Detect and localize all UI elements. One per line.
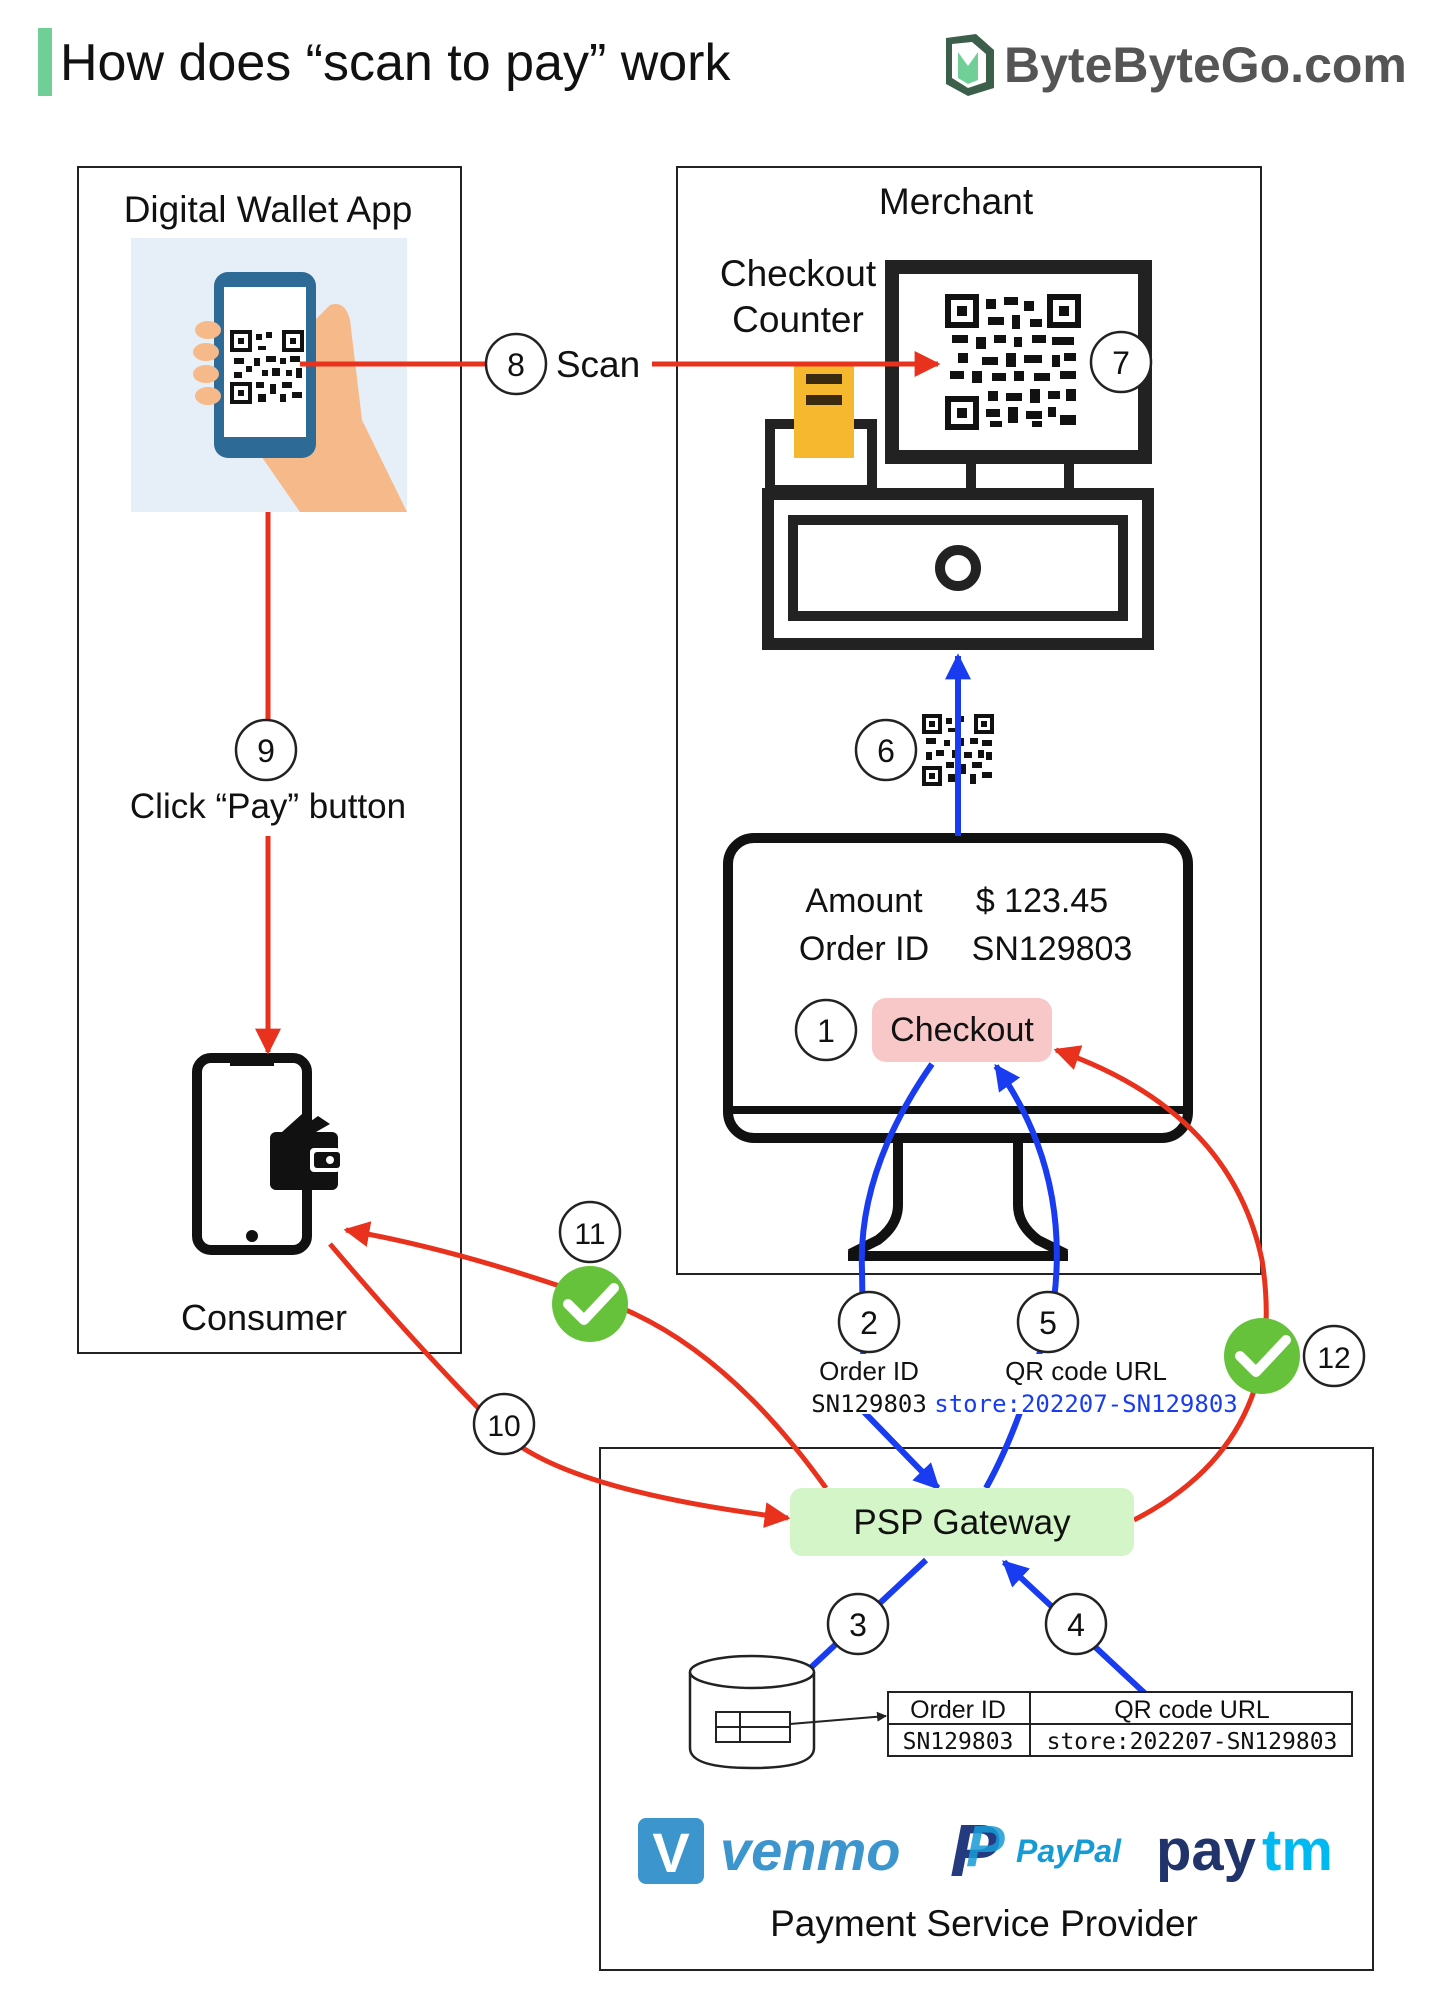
payment-service-provider-panel: [599, 1447, 1374, 1971]
svg-text:4: 4: [1067, 1607, 1085, 1643]
svg-text:pay: pay: [1156, 1818, 1256, 1883]
svg-text:12: 12: [1317, 1342, 1350, 1375]
merchant-panel: [676, 166, 1262, 1275]
phone-scanning-qr-illustration: [131, 238, 407, 512]
svg-text:10: 10: [487, 1410, 520, 1443]
svg-text:venmo: venmo: [720, 1819, 901, 1882]
checkout-button-label: Checkout: [890, 1011, 1034, 1049]
svg-text:tm: tm: [1262, 1818, 1333, 1883]
display-qr-code-icon: [945, 294, 1081, 430]
svg-text:PayPal: PayPal: [1016, 1833, 1122, 1869]
svg-text:9: 9: [257, 733, 275, 769]
consumer-label: Consumer: [181, 1297, 347, 1338]
wallet-panel-title: Digital Wallet App: [124, 189, 413, 230]
arrow-gateway-to-checkout: [1053, 1045, 1269, 1523]
svg-text:3: 3: [849, 1607, 867, 1643]
step-7-badge: 7: [1089, 330, 1153, 394]
database-icon: [688, 1654, 816, 1770]
step-9-badge: 9: [234, 718, 298, 782]
qr-code-small-icon: [922, 714, 994, 786]
table-header-qr-url: QR code URL: [1114, 1696, 1270, 1724]
checkout-button[interactable]: Checkout: [872, 998, 1052, 1062]
order-id-value: SN129803: [972, 930, 1133, 968]
qr-code-icon: [230, 330, 304, 404]
success-check-icon: [1224, 1318, 1300, 1394]
checkout-counter-label-line2: Counter: [732, 299, 864, 340]
step-2-badge: 2: [837, 1290, 901, 1354]
success-check-icon: [552, 1266, 628, 1342]
database-to-table-connector: [789, 1711, 887, 1725]
amount-value: $ 123.45: [976, 882, 1108, 920]
venmo-logo: V venmo: [638, 1818, 901, 1884]
digital-wallet-panel: [77, 166, 462, 1354]
click-pay-label: Click “Pay” button: [130, 787, 406, 826]
paytm-logo: pay tm: [1156, 1818, 1333, 1883]
svg-text:P: P: [966, 1814, 1005, 1879]
brand-name: ByteByteGo.com: [1004, 37, 1407, 93]
page-title: How does “scan to pay” work: [60, 34, 731, 92]
scan-label: Scan: [556, 344, 640, 385]
checkout-counter-illustration: [762, 260, 1154, 650]
step-5-badge: 5: [1016, 1290, 1080, 1354]
step-3-badge: 3: [826, 1592, 890, 1656]
svg-text:1: 1: [817, 1013, 835, 1049]
step-4-badge: 4: [1044, 1592, 1108, 1656]
svg-text:8: 8: [507, 347, 525, 383]
table-cell-order-id: SN129803: [903, 1729, 1014, 1755]
edge-order-id-label: Order ID: [819, 1356, 919, 1386]
svg-text:V: V: [652, 1821, 689, 1884]
consumer-phone-wallet-icon: [192, 1053, 340, 1255]
table-header-order-id: Order ID: [910, 1696, 1006, 1724]
svg-text:7: 7: [1112, 345, 1130, 381]
order-qr-table: Order ID QR code URL SN129803 store:2022…: [887, 1691, 1353, 1757]
step-10-badge: 10: [472, 1392, 536, 1456]
svg-text:11: 11: [574, 1218, 605, 1251]
svg-text:6: 6: [877, 733, 895, 769]
psp-gateway-label: PSP Gateway: [853, 1503, 1071, 1542]
table-cell-qr-url: store:202207-SN129803: [1047, 1729, 1338, 1755]
bytebytego-logo-icon: [946, 34, 994, 96]
step-12-badge: 12: [1302, 1324, 1366, 1388]
step-8-badge: 8: [484, 332, 548, 396]
edge-qr-url-value: store:202207-SN129803: [934, 1390, 1237, 1418]
title-accent-bar: [38, 28, 52, 96]
step-6-badge: 6: [854, 718, 918, 782]
paypal-logo: P P PayPal: [950, 1809, 1122, 1892]
svg-text:2: 2: [860, 1305, 878, 1341]
payment-service-provider-label: Payment Service Provider: [770, 1903, 1198, 1944]
svg-text:5: 5: [1039, 1305, 1057, 1341]
amount-label: Amount: [805, 882, 923, 920]
checkout-counter-label-line1: Checkout: [720, 253, 877, 294]
step-11-badge: 11: [558, 1200, 622, 1264]
merchant-panel-title: Merchant: [879, 181, 1034, 222]
step-1-badge: 1: [794, 998, 858, 1062]
edge-qr-url-label: QR code URL: [1005, 1356, 1167, 1386]
psp-gateway-node: PSP Gateway: [790, 1488, 1134, 1556]
svg-text:P: P: [950, 1809, 1000, 1892]
arrow-checkout-to-gateway: [858, 1062, 941, 1491]
edge-order-id-value: SN129803: [811, 1390, 927, 1418]
order-id-label: Order ID: [799, 930, 929, 968]
